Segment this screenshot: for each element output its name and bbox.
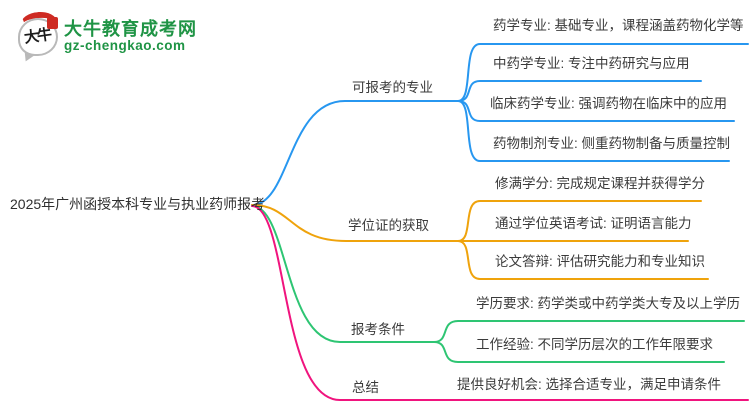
leaf-requirements-experience: 工作经验: 不同学历层次的工作年限要求 [476,337,714,352]
site-name: 大牛教育成考网 [64,19,197,39]
leaf-majors-tcm-pharmacy: 中药学专业: 专注中药研究与应用 [493,56,690,71]
branch-trunk-requirements [251,205,435,343]
leaf-degree-thesis-defense: 论文答辩: 评估研究能力和专业知识 [495,254,706,269]
branch-trunk-degree [251,204,459,242]
leaf-majors-clinical-pharmacy: 临床药学专业: 强调药物在临床中的应用 [490,96,728,111]
branch-label-requirements: 报考条件 [351,322,405,337]
leaf-degree-credits: 修满学分: 完成规定课程并获得学分 [495,176,706,191]
site-url: gz-chengkao.com [64,38,186,53]
site-logo[interactable]: 大牛 大牛教育成考网 gz-chengkao.com [17,10,247,64]
leaf-summary-opportunity: 提供良好机会: 选择合适专业，满足申请条件 [457,377,722,392]
logo-seal-icon [47,17,58,29]
branch-trunk-summary [251,205,749,401]
leaf-majors-pharmacy: 药学专业: 基础专业，课程涵盖药物化学等 [493,18,744,33]
leaf-line-requirements-0 [433,320,745,343]
leaf-majors-pharmaceutics: 药物制剂专业: 侧重药物制备与质量控制 [493,136,731,151]
leaf-line-degree-2 [457,240,709,280]
leaf-line-degree-0 [457,200,702,242]
leaf-line-requirements-1 [433,341,725,363]
branch-trunk-majors [251,100,459,206]
leaf-line-majors-3 [457,100,730,162]
branch-label-majors: 可报考的专业 [352,80,433,95]
mindmap-root-topic: 2025年广州函授本科专业与执业药师报考 [10,196,266,212]
logo-bubble [18,18,58,56]
logo-bubble-icon: 大牛 [17,10,61,64]
leaf-line-majors-1 [457,80,702,102]
branch-label-degree: 学位证的获取 [348,218,429,233]
leaf-degree-english-exam: 通过学位英语考试: 证明语言能力 [495,216,692,231]
leaf-requirements-education: 学历要求: 药学类或中药学类大专及以上学历 [476,296,741,311]
branch-label-summary: 总结 [352,380,379,395]
leaf-line-majors-0 [457,43,749,102]
